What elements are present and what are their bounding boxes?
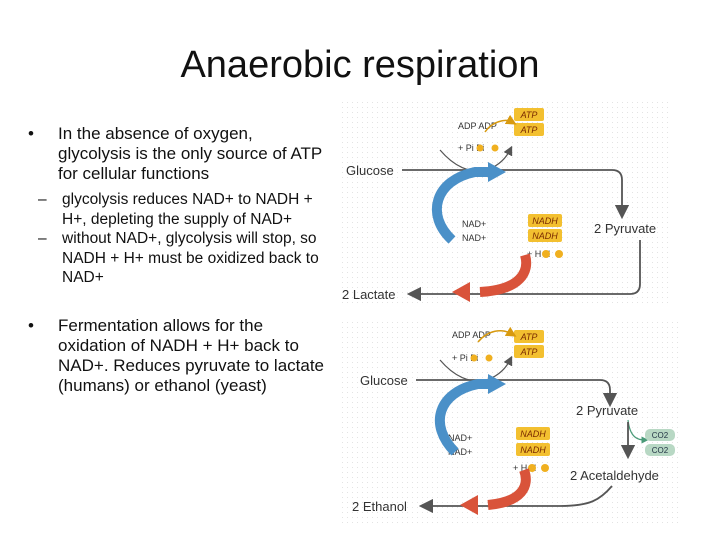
atp-badge — [514, 330, 544, 343]
bullet-list: • In the absence of oxygen, glycolysis i… — [28, 124, 328, 396]
co2-badge — [645, 444, 675, 456]
co2-label: CO2 — [652, 431, 669, 440]
nadh-label: NADH — [532, 231, 558, 241]
diagram-background — [342, 318, 682, 523]
atp-arrow — [484, 114, 517, 133]
glucose-label: Glucose — [360, 373, 408, 388]
reduction-arrow — [406, 240, 641, 302]
nad-reduction-arrow — [431, 167, 490, 244]
pyruvate-label: 2 Pyruvate — [576, 403, 638, 418]
atp-label: ATP — [520, 347, 538, 357]
phosphate-icon — [470, 354, 478, 362]
bullet-dot: • — [28, 124, 34, 143]
adp-label: ADP ADP — [458, 121, 497, 131]
nadh-badge — [528, 229, 562, 242]
adp-label: ADP ADP — [452, 330, 491, 340]
glucose-label: Glucose — [346, 163, 394, 178]
nadh-badge — [516, 443, 550, 456]
bullet-item: • Fermentation allows for the oxidation … — [28, 316, 328, 396]
nadh-badge — [516, 427, 550, 440]
hydrogen-icon — [541, 464, 549, 472]
atp-badge — [514, 108, 544, 121]
nadh-oxidation-arrow — [487, 468, 531, 510]
hydrogen-label: + H H — [513, 463, 536, 473]
atp-label: ATP — [520, 125, 538, 135]
sub-bullet-dash: – — [38, 191, 47, 208]
reduction-arrow — [418, 485, 613, 514]
lactate-fermentation-diagram: ADP ADP + Pi Pi ATP ATP Glucose 2 Pyruva… — [342, 108, 656, 302]
glycolysis-arrow — [402, 169, 630, 220]
atp-badge — [514, 345, 544, 358]
nad-label: NAD+ — [462, 219, 486, 229]
nad-label: NAD+ — [462, 233, 486, 243]
atp-arrow — [477, 326, 517, 343]
co2-badge — [645, 429, 675, 441]
diagram-background — [342, 102, 670, 307]
phosphate-icon — [476, 144, 484, 152]
pyruvate-label: 2 Pyruvate — [594, 221, 656, 236]
sub-bullet-dash: – — [38, 230, 47, 247]
hydrogen-icon — [528, 464, 536, 472]
hydrogen-icon — [542, 250, 550, 258]
phosphate-icon — [491, 144, 499, 152]
atp-badge — [514, 123, 544, 136]
alcohol-fermentation-diagram: ADP ADP + Pi Pi ATP ATP Glucose 2 Pyruva… — [352, 326, 675, 515]
hydrogen-label: + H H — [527, 249, 550, 259]
nad-reduction-arrowhead — [488, 162, 506, 182]
hydrogen-icon — [555, 250, 563, 258]
nad-reduction-arrowhead — [488, 374, 506, 394]
nadh-label: NADH — [520, 445, 546, 455]
sub-bullet-item: – glycolysis reduces NAD+ to NADH + H+, … — [28, 190, 328, 229]
nadh-label: NADH — [520, 429, 546, 439]
slide-title: Anaerobic respiration — [180, 44, 540, 86]
sub-bullet-text: glycolysis reduces NAD+ to NADH + H+, de… — [62, 191, 313, 228]
atp-label: ATP — [520, 110, 538, 120]
nadh-label: NADH — [532, 216, 558, 226]
nad-reduction-arrow — [434, 379, 490, 456]
lactate-label: 2 Lactate — [342, 287, 396, 302]
phosphate-icon — [485, 354, 493, 362]
bullet-item: • In the absence of oxygen, glycolysis i… — [28, 124, 328, 184]
ethanol-label: 2 Ethanol — [352, 499, 407, 514]
bullet-text: In the absence of oxygen, glycolysis is … — [58, 124, 322, 183]
atp-label: ATP — [520, 332, 538, 342]
nad-label: NAD+ — [448, 447, 472, 457]
bullet-text: Fermentation allows for the oxidation of… — [58, 315, 324, 395]
nad-label: NAD+ — [448, 433, 472, 443]
nadh-oxidation-arrowhead — [452, 282, 470, 302]
nadh-oxidation-arrow — [479, 253, 532, 297]
pi-label: + Pi Pi — [452, 353, 478, 363]
nadh-oxidation-arrowhead — [460, 495, 478, 515]
pi-label: + Pi Pi — [458, 143, 484, 153]
sub-bullet-text: without NAD+, glycolysis will stop, so N… — [62, 230, 319, 286]
acetaldehyde-label: 2 Acetaldehyde — [570, 468, 659, 483]
bullet-dot: • — [28, 315, 34, 335]
nadh-badge — [528, 214, 562, 227]
co2-label: CO2 — [652, 446, 669, 455]
sub-bullet-item: – without NAD+, glycolysis will stop, so… — [28, 229, 328, 288]
glycolysis-arrow — [416, 379, 618, 408]
